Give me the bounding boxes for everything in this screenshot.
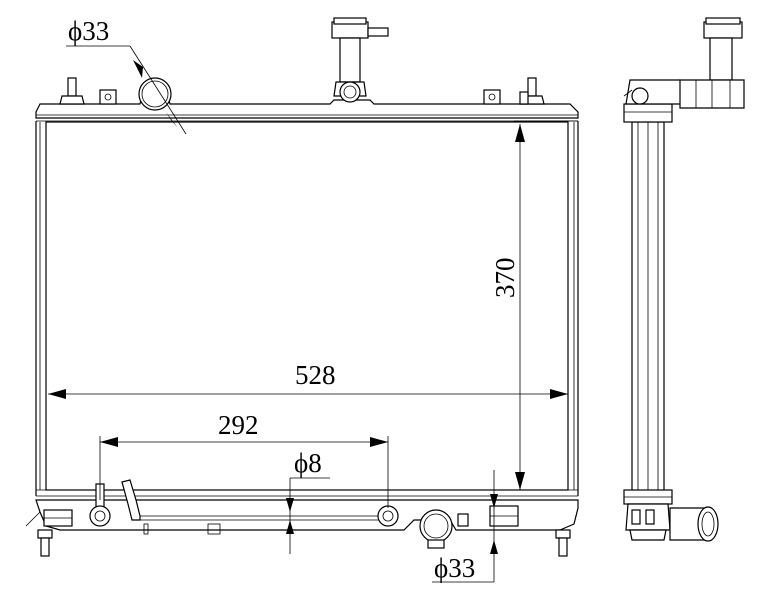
radiator-core [45,121,569,491]
dim-width-label: 528 [295,360,336,390]
dim-top-inlet-diameter-label: ϕ33 [68,16,109,46]
bottom-right-bracket [489,505,519,527]
dim-top-inlet-diameter: ϕ33 [66,16,187,135]
dim-height-label: 370 [490,258,520,299]
bottom-right-small-fitting [377,505,399,527]
dim-bottom-outlet-diameter: ϕ33 [432,470,498,583]
side-view [623,17,745,542]
bottom-right-mount-pin [555,529,571,557]
bottom-left-mount-pin [37,529,53,557]
front-view [25,17,579,557]
side-outlet-pipe [669,506,719,542]
top-left-mount-pin [59,77,85,105]
dim-bottom-outlet-diameter-label: ϕ33 [434,553,475,583]
top-bracket-left [99,89,117,105]
dim-fitting-spacing-label: 292 [218,410,259,440]
top-inlet-pipe [138,77,172,111]
dim-small-fitting-diameter: ϕ8 [286,448,330,554]
side-filler-cap [679,17,745,109]
bottom-left-bracket [25,509,73,527]
top-bracket-right [483,89,501,105]
dim-fitting-spacing: 292 [99,410,389,508]
dim-height: 370 [490,120,578,490]
bottom-outlet-pipe [419,509,469,549]
transmission-cooler-pipe [121,479,141,521]
dim-small-fitting-diameter-label: ϕ8 [294,448,322,478]
dim-width: 528 [48,360,568,399]
filler-neck [331,17,389,103]
